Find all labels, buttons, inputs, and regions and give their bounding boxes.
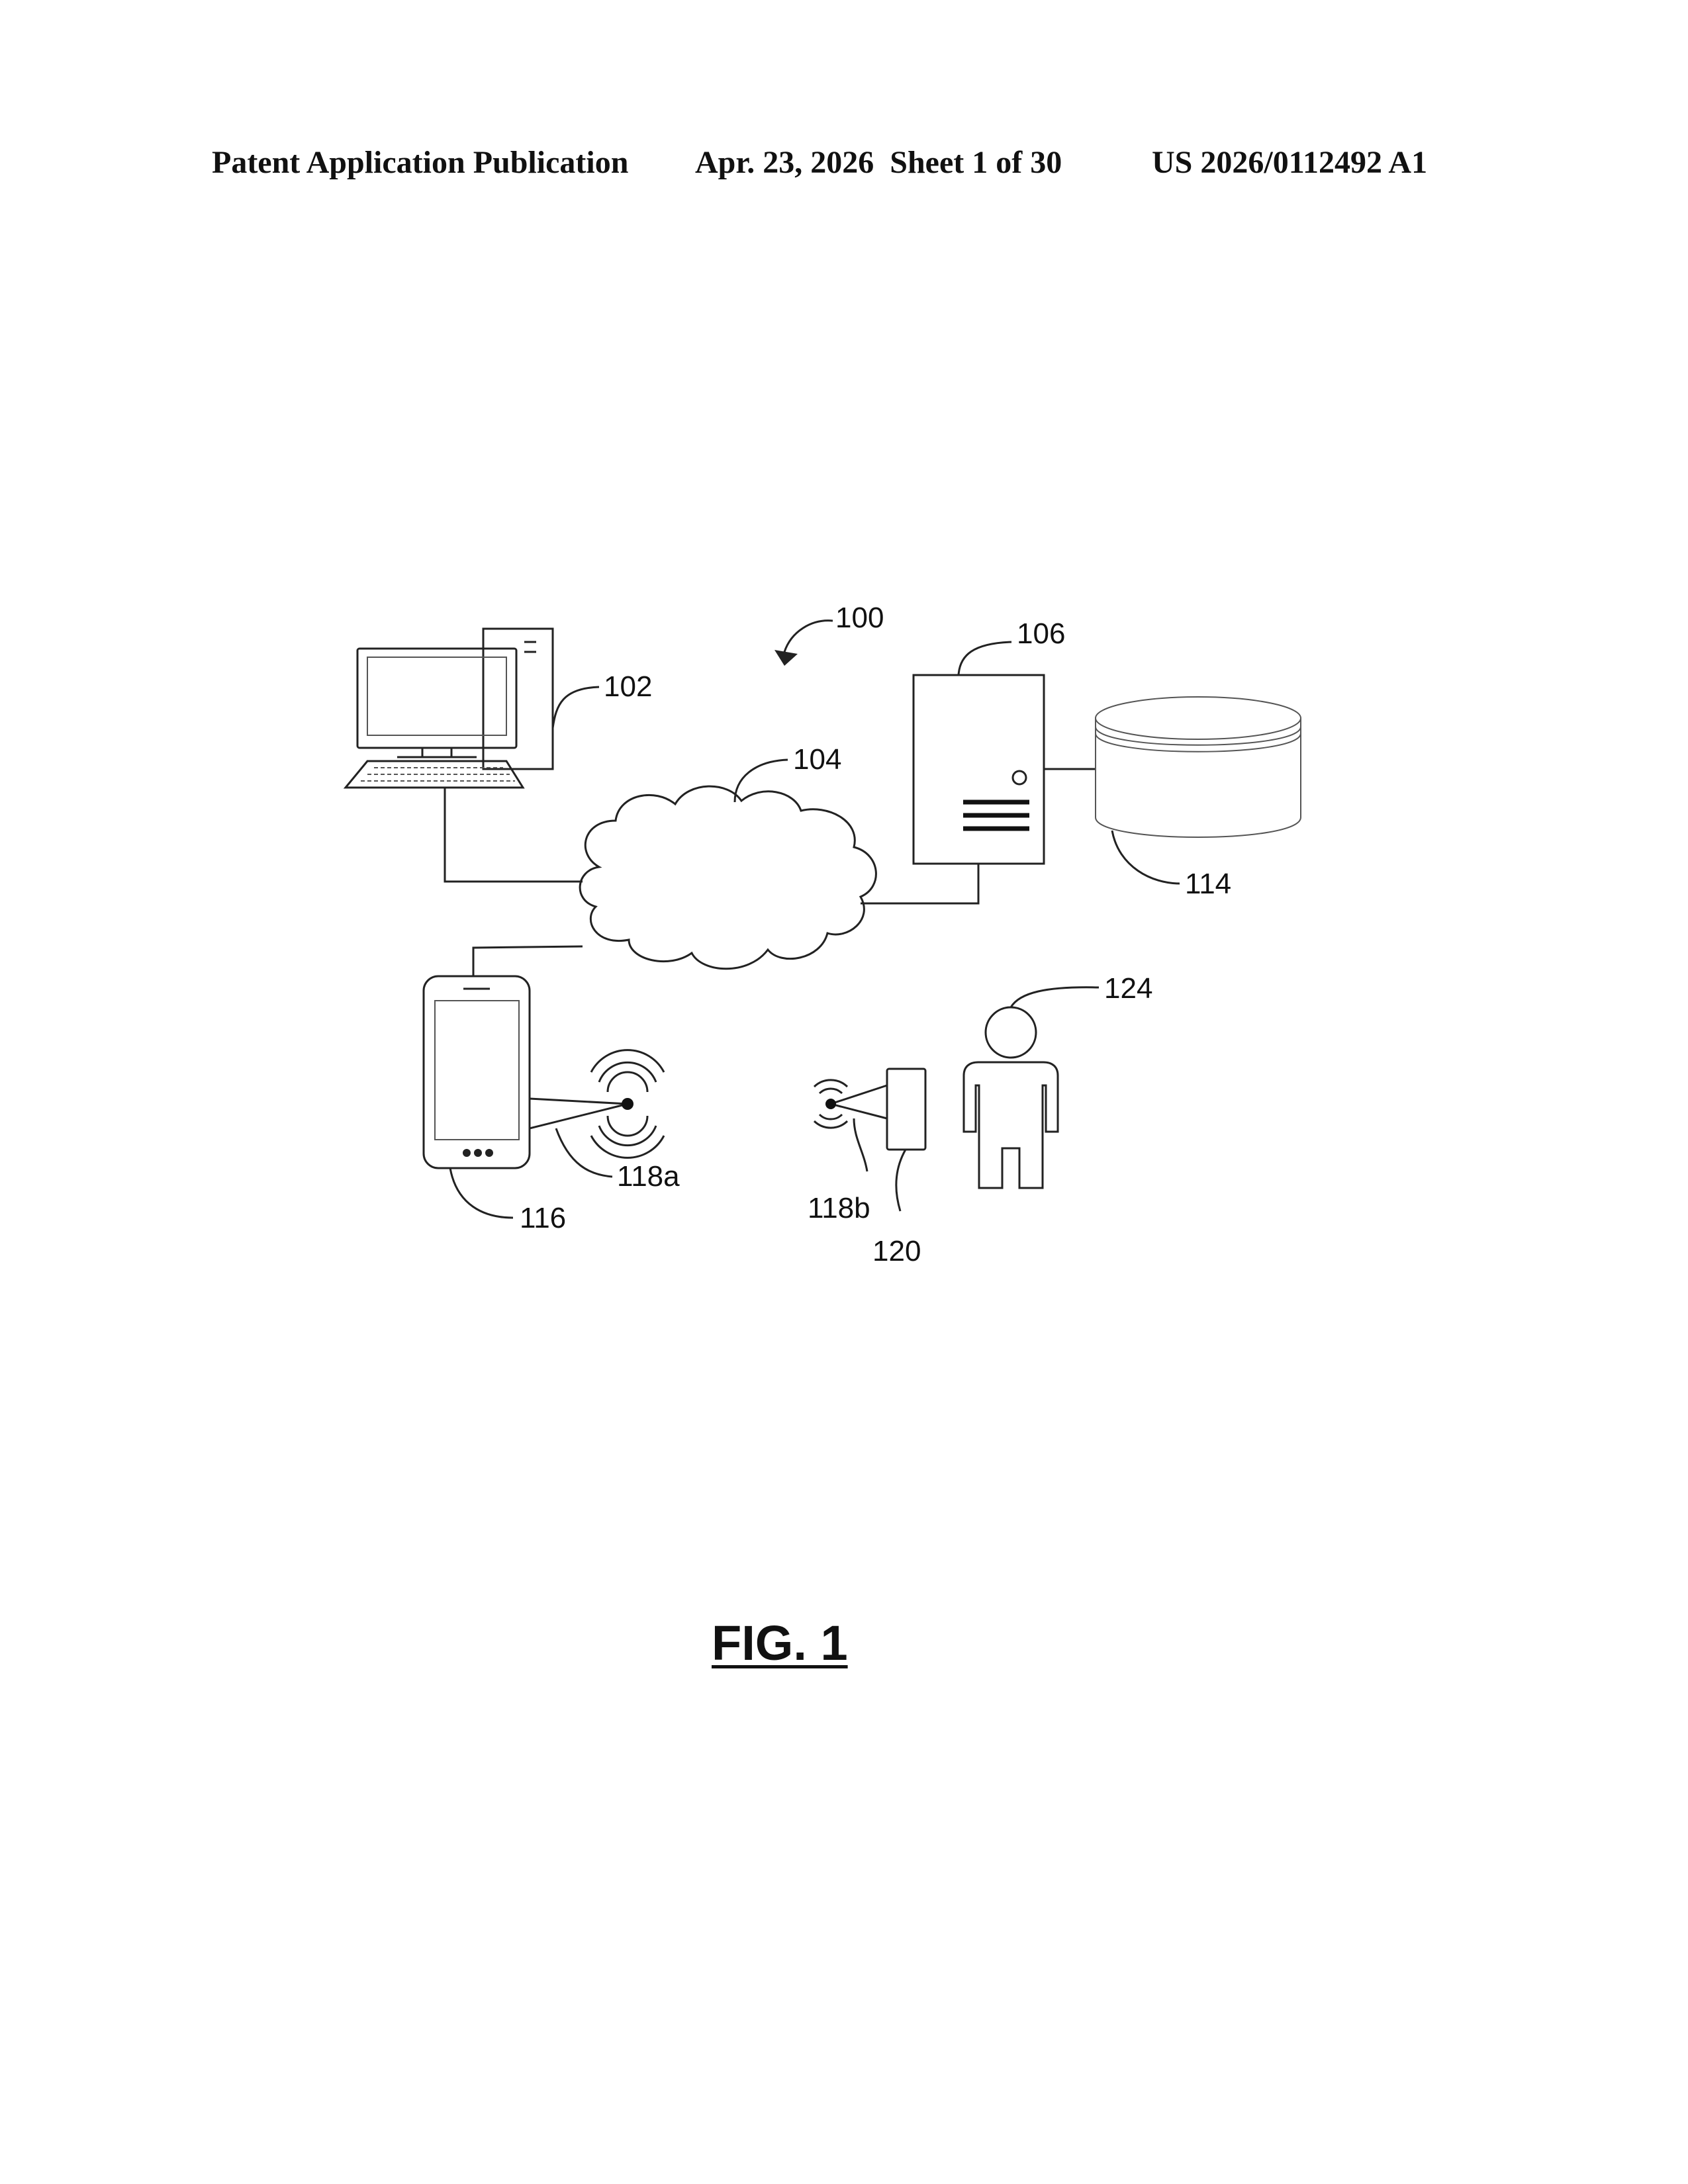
system-reference: 100 (774, 602, 884, 666)
desktop-computer: 102 (346, 629, 652, 788)
power-led-icon (1013, 771, 1026, 784)
signal-a-emitter-icon (622, 1098, 633, 1110)
figure-title: FIG. 1 (712, 1615, 848, 1671)
link-computer-network (445, 788, 583, 882)
label-104: 104 (793, 743, 841, 776)
database: 114 (1096, 697, 1301, 900)
label-118b: 118b (808, 1192, 870, 1224)
network-cloud: 104 (580, 743, 876, 969)
link-network-mobile (473, 946, 583, 976)
reader-body (887, 1069, 925, 1150)
label-116: 116 (520, 1202, 566, 1234)
label-118a: 118a (617, 1160, 680, 1193)
person-head (986, 1007, 1036, 1058)
wireless-signal-a: 118a (530, 1050, 680, 1193)
person: 124 (964, 972, 1152, 1188)
label-106: 106 (1017, 617, 1065, 650)
label-102: 102 (604, 670, 652, 703)
mobile-device: 116 (424, 976, 566, 1234)
link-network-server (861, 864, 978, 903)
label-120: 120 (872, 1235, 921, 1267)
signal-b-emitter-icon (825, 1099, 836, 1109)
label-100: 100 (835, 602, 884, 634)
server-case (914, 675, 1044, 864)
monitor-screen (367, 657, 506, 735)
reader-device: 118b 120 (808, 1069, 925, 1267)
label-124: 124 (1104, 972, 1152, 1005)
phone-screen (435, 1001, 519, 1140)
monitor (357, 649, 516, 748)
server: 106 (914, 617, 1065, 864)
arrow-head-icon (774, 650, 798, 666)
label-114: 114 (1185, 868, 1231, 900)
